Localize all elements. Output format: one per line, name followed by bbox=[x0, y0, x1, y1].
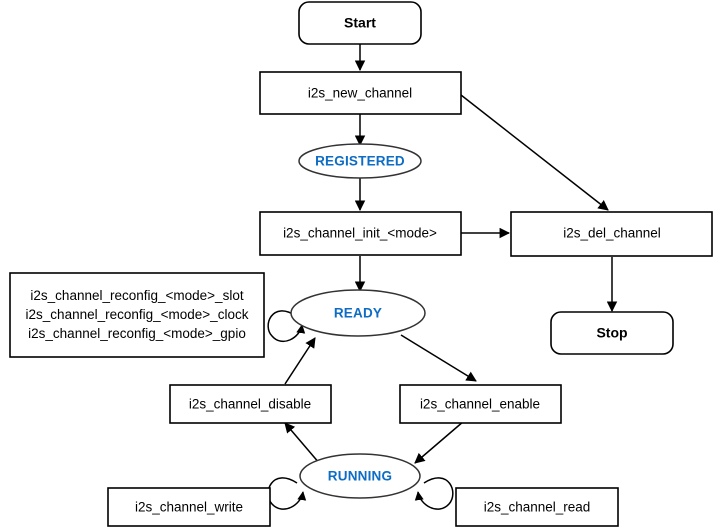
edge-running-self-loop-left bbox=[267, 477, 307, 510]
node-reconfig-box[interactable]: i2s_channel_reconfig_<mode>_slot i2s_cha… bbox=[9, 272, 265, 358]
enable-label: i2s_channel_enable bbox=[420, 397, 540, 412]
read-label: i2s_channel_read bbox=[484, 500, 591, 515]
node-i2s-channel-enable[interactable]: i2s_channel_enable bbox=[399, 384, 562, 424]
del-channel-label: i2s_del_channel bbox=[563, 226, 661, 241]
node-stop[interactable]: Stop bbox=[550, 311, 674, 355]
init-label: i2s_channel_init_<mode> bbox=[283, 226, 437, 241]
node-i2s-channel-read[interactable]: i2s_channel_read bbox=[455, 487, 619, 527]
disable-shape bbox=[169, 384, 332, 424]
edge-running-self-loop-right bbox=[414, 477, 454, 510]
reconfig-line-3: i2s_channel_reconfig_<mode>_gpio bbox=[28, 326, 246, 341]
node-i2s-channel-init[interactable]: i2s_channel_init_<mode> bbox=[259, 211, 462, 256]
edge-enable-to-running bbox=[414, 420, 465, 464]
init-shape bbox=[259, 211, 462, 256]
ready-shape bbox=[290, 289, 426, 337]
del-channel-shape bbox=[510, 211, 713, 257]
node-i2s-channel-write[interactable]: i2s_channel_write bbox=[107, 487, 271, 527]
reconfig-shape bbox=[9, 272, 265, 358]
write-label: i2s_channel_write bbox=[135, 500, 243, 515]
edge-ready-to-enable bbox=[400, 334, 477, 382]
running-shape bbox=[299, 453, 421, 499]
start-label: Start bbox=[344, 15, 376, 31]
read-shape bbox=[455, 487, 619, 527]
edge-new-channel-to-del-channel bbox=[460, 94, 609, 211]
stop-shape bbox=[550, 311, 674, 355]
disable-label: i2s_channel_disable bbox=[189, 397, 311, 412]
node-start[interactable]: Start bbox=[298, 1, 422, 45]
node-i2s-new-channel[interactable]: i2s_new_channel bbox=[259, 71, 462, 115]
running-label: RUNNING bbox=[328, 469, 392, 484]
node-state-registered[interactable]: REGISTERED bbox=[298, 143, 422, 179]
ready-label: READY bbox=[334, 306, 382, 321]
node-i2s-del-channel[interactable]: i2s_del_channel bbox=[510, 211, 713, 257]
reconfig-line-1: i2s_channel_reconfig_<mode>_slot bbox=[30, 288, 243, 303]
registered-label: REGISTERED bbox=[315, 154, 405, 169]
write-shape bbox=[107, 487, 271, 527]
new-channel-label: i2s_new_channel bbox=[308, 86, 412, 101]
node-state-running[interactable]: RUNNING bbox=[299, 453, 421, 499]
edge-ready-self-loop bbox=[267, 310, 306, 342]
reconfig-line-2: i2s_channel_reconfig_<mode>_clock bbox=[26, 307, 249, 322]
node-state-ready[interactable]: READY bbox=[290, 289, 426, 337]
stop-label: Stop bbox=[596, 325, 627, 341]
new-channel-shape bbox=[259, 71, 462, 115]
edge-running-to-disable bbox=[284, 422, 321, 465]
start-shape bbox=[298, 1, 422, 45]
enable-shape bbox=[399, 384, 562, 424]
registered-shape bbox=[298, 143, 422, 179]
edge-disable-to-ready bbox=[284, 337, 316, 385]
node-i2s-channel-disable[interactable]: i2s_channel_disable bbox=[169, 384, 332, 424]
